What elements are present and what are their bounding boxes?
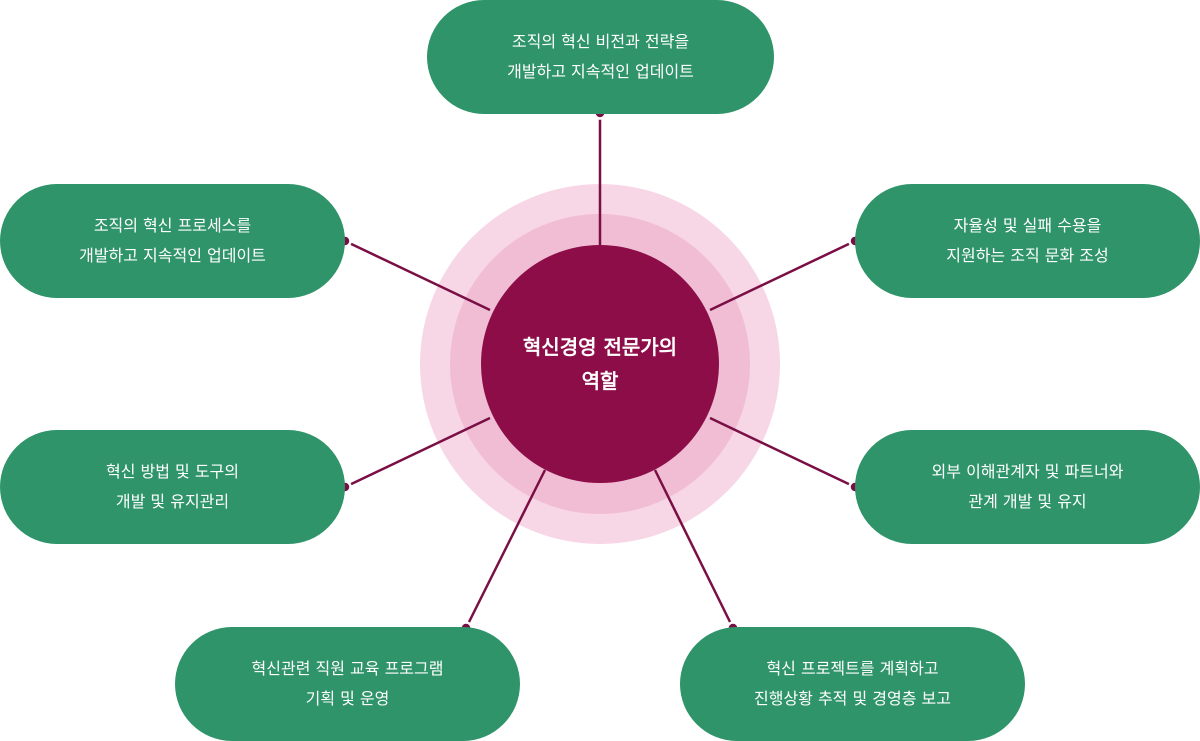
role-pill-bottom-right: 혁신 프로젝트를 계획하고 진행상황 추적 및 경영층 보고 xyxy=(680,627,1025,741)
role-bottom-right-line2: 진행상황 추적 및 경영층 보고 xyxy=(754,689,951,708)
role-upper-left-line2: 개발하고 지속적인 업데이트 xyxy=(79,246,266,265)
center-hub: 혁신경영 전문가의 역할 xyxy=(481,245,719,483)
connector-line-bottom-left xyxy=(464,469,547,629)
role-lower-right-line1: 외부 이해관계자 및 파트너와 xyxy=(931,462,1124,481)
connector-line-lower-left xyxy=(344,416,491,489)
role-pill-upper-left: 조직의 혁신 프로세스를 개발하고 지속적인 업데이트 xyxy=(0,184,345,298)
role-lower-right-line2: 관계 개발 및 유지 xyxy=(968,492,1087,511)
role-upper-right-line2: 지원하는 조직 문화 조성 xyxy=(946,246,1109,265)
connector-line-upper-right xyxy=(709,239,856,312)
role-pill-lower-right: 외부 이해관계자 및 파트너와 관계 개발 및 유지 xyxy=(855,430,1200,544)
center-title-line1: 혁신경영 전문가의 xyxy=(522,335,678,359)
role-pill-upper-right: 자율성 및 실패 수용을 지원하는 조직 문화 조성 xyxy=(855,184,1200,298)
role-top-line1: 조직의 혁신 비전과 전략을 xyxy=(511,32,690,51)
role-bottom-left-line1: 혁신관련 직원 교육 프로그램 xyxy=(251,659,444,678)
connector-line-bottom-right xyxy=(653,469,735,629)
role-upper-right-line1: 자율성 및 실패 수용을 xyxy=(953,216,1102,235)
role-upper-left-line1: 조직의 혁신 프로세스를 xyxy=(93,216,252,235)
role-bottom-left-line2: 기획 및 운영 xyxy=(305,689,390,708)
role-top-line2: 개발하고 지속적인 업데이트 xyxy=(507,62,694,81)
role-lower-left-line2: 개발 및 유지관리 xyxy=(115,492,230,511)
role-pill-top: 조직의 혁신 비전과 전략을 개발하고 지속적인 업데이트 xyxy=(427,0,774,114)
role-lower-left-line1: 혁신 방법 및 도구의 xyxy=(105,462,240,481)
role-pill-lower-left: 혁신 방법 및 도구의 개발 및 유지관리 xyxy=(0,430,345,544)
role-pill-bottom-left: 혁신관련 직원 교육 프로그램 기획 및 운영 xyxy=(175,627,520,741)
center-title-line2: 역할 xyxy=(581,369,619,393)
connector-line-lower-right xyxy=(709,416,856,489)
role-bottom-right-line1: 혁신 프로젝트를 계획하고 xyxy=(766,659,939,678)
connector-line-upper-left xyxy=(344,239,491,312)
